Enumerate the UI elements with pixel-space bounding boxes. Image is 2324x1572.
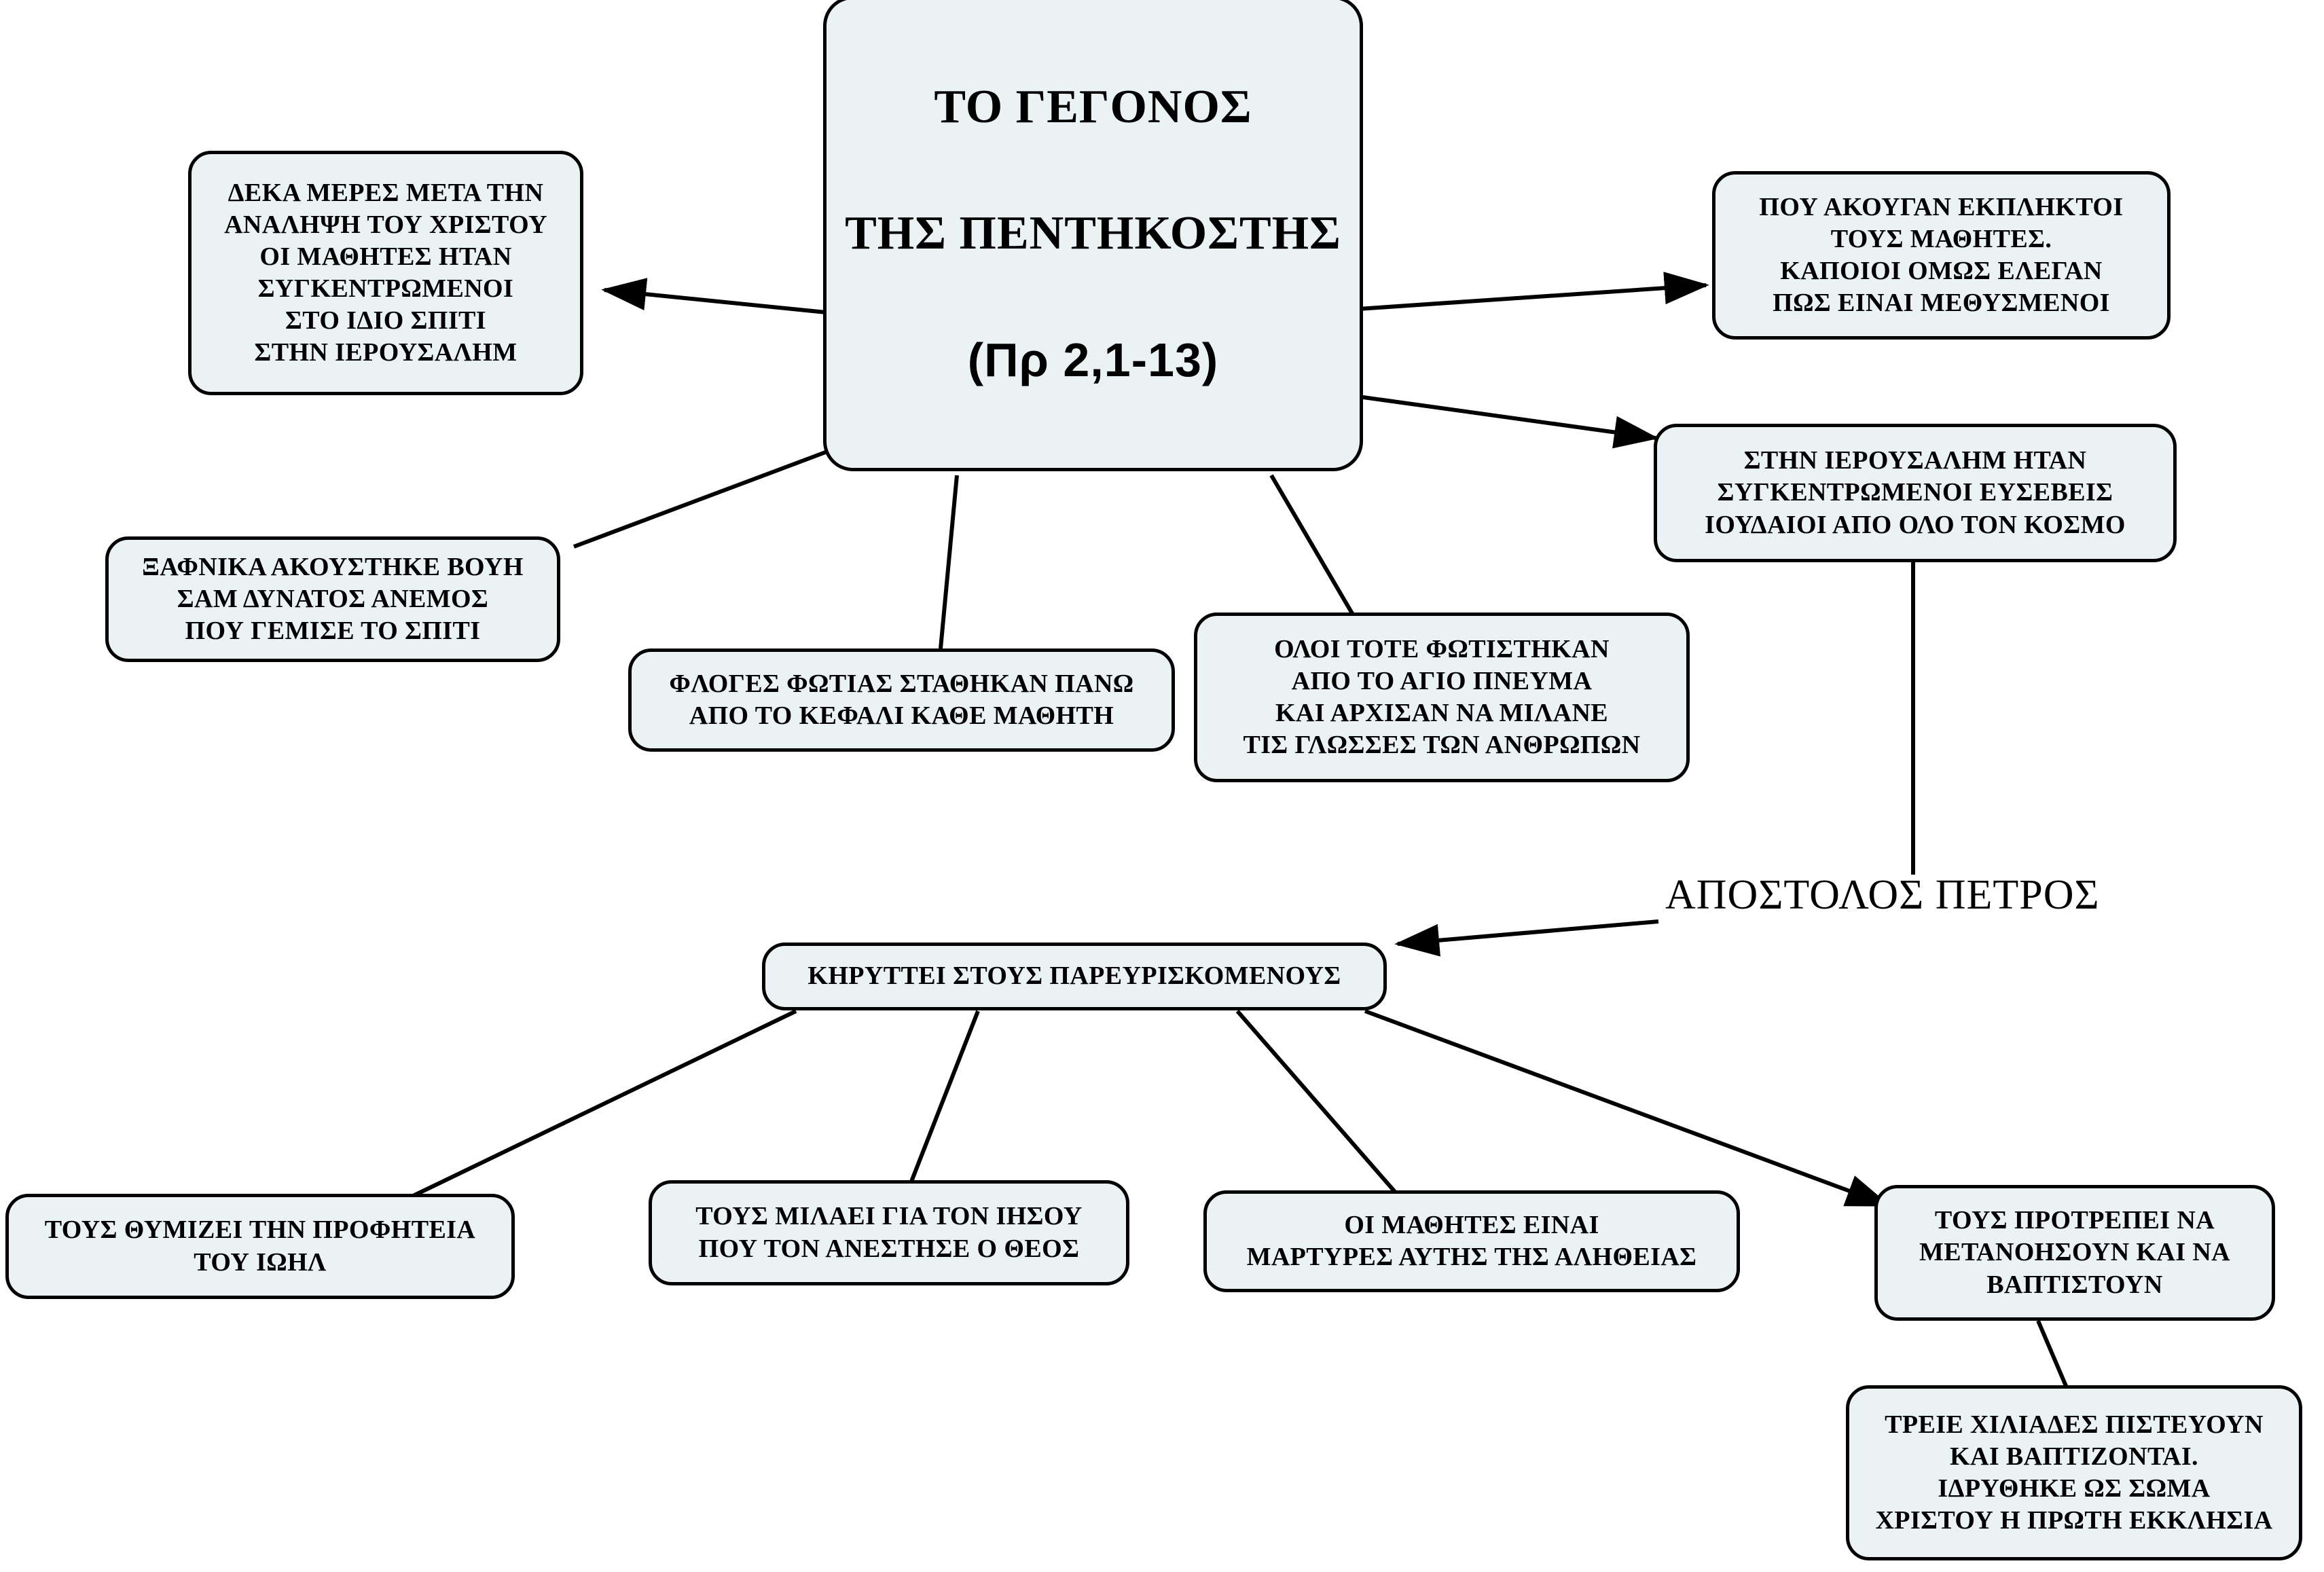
connector-preaches-to-joel-prophecy <box>406 1009 797 1201</box>
title-line-1: ΤΟ ΓΕΓΟΝΟΣ <box>934 81 1252 134</box>
node-preaches[interactable]: ΚΗΡΥΤΤΕΙ ΣΤΟΥΣ ΠΑΡΕΥΡΙΣΚΟΜΕΝΟΥΣ <box>762 943 1387 1010</box>
node-about-jesus[interactable]: ΤΟΥΣ ΜΙΛΑΕΙ ΓΙΑ ΤΟΝ ΙΗΣΟΥ ΠΟΥ ΤΟΝ ΑΝΕΣΤΗ… <box>649 1180 1129 1285</box>
node-witnesses[interactable]: ΟΙ ΜΑΘΗΤΕΣ ΕΙΝΑΙ ΜΑΡΤΥΡΕΣ ΑΥΤΗΣ ΤΗΣ ΑΛΗΘ… <box>1203 1190 1740 1292</box>
node-ten-days[interactable]: ΔΕΚΑ ΜΕΡΕΣ ΜΕΤΑ ΤΗΝ ΑΝΑΛΗΨΗ ΤΟΥ ΧΡΙΣΤΟΥ … <box>188 151 583 395</box>
connector-center-to-sudden-noise <box>573 450 829 549</box>
node-title-pentecost[interactable]: ΤΟ ΓΕΓΟΝΟΣ ΤΗΣ ΠΕΝΤΗΚΟΣΤΗΣ (Πρ 2,1-13) <box>823 0 1363 471</box>
node-astonished[interactable]: ΠΟΥ ΑΚΟΥΓΑΝ ΕΚΠΛΗΚΤΟΙ ΤΟΥΣ ΜΑΘΗΤΕΣ. ΚΑΠΟ… <box>1712 171 2171 340</box>
label-apostle-peter: ΑΠΟΣΤΟΛΟΣ ΠΕΤΡΟΣ <box>1665 872 2100 918</box>
connector-preaches-to-about-jesus <box>908 1010 980 1186</box>
node-three-thousand[interactable]: ΤΡΕΙΕ ΧΙΛΙΑΔΕΣ ΠΙΣΤΕΥΟΥΝ ΚΑΙ ΒΑΠΤΙΖΟΝΤΑΙ… <box>1846 1385 2302 1560</box>
node-pious-jews[interactable]: ΣΤΗΝ ΙΕΡΟΥΣΑΛΗΜ ΗΤΑΝ ΣΥΓΚΕΝΤΡΩΜΕΝΟΙ ΕΥΣΕ… <box>1654 424 2177 562</box>
node-enlightened[interactable]: ΟΛΟΙ ΤΟΤΕ ΦΩΤΙΣΤΗΚΑΝ ΑΠΟ ΤΟ ΑΓΙΟ ΠΝΕΥΜΑ … <box>1194 613 1690 782</box>
connector-preaches-to-witnesses <box>1235 1010 1401 1198</box>
node-joel-prophecy[interactable]: ΤΟΥΣ ΘΥΜΙΖΕΙ ΤΗΝ ΠΡΟΦΗΤΕΙΑ ΤΟΥ ΙΩΗΛ <box>5 1194 515 1299</box>
connector-center-to-astonished <box>1358 272 1709 311</box>
connector-center-to-enlightened <box>1269 474 1355 616</box>
node-flames[interactable]: ΦΛΟΓΕΣ ΦΩΤΙΑΣ ΣΤΑΘΗΚΑΝ ΠΑΝΩ ΑΠΟ ΤΟ ΚΕΦΑΛ… <box>628 648 1175 752</box>
node-repent[interactable]: ΤΟΥΣ ΠΡΟΤΡΕΠΕΙ ΝΑ ΜΕΤΑΝΟΗΣΟΥΝ ΚΑΙ ΝΑ ΒΑΠ… <box>1874 1185 2275 1321</box>
connector-apostle-peter-to-preaches <box>1394 919 1659 957</box>
connector-center-to-flames <box>939 475 959 649</box>
connector-center-to-ten-days <box>601 278 827 314</box>
node-sudden-noise[interactable]: ΞΑΦΝΙΚΑ ΑΚΟΥΣΤΗΚΕ ΒΟΥΗ ΣΑΜ ΔΥΝΑΤΟΣ ΑΝΕΜΟ… <box>105 536 560 662</box>
title-line-2: ΤΗΣ ΠΕΝΤΗΚΟΣΤΗΣ <box>845 207 1341 260</box>
connector-preaches-to-repent <box>1364 1009 1891 1207</box>
connector-center-to-pious-jews <box>1358 395 1659 449</box>
title-line-3: (Πρ 2,1-13) <box>967 333 1219 386</box>
